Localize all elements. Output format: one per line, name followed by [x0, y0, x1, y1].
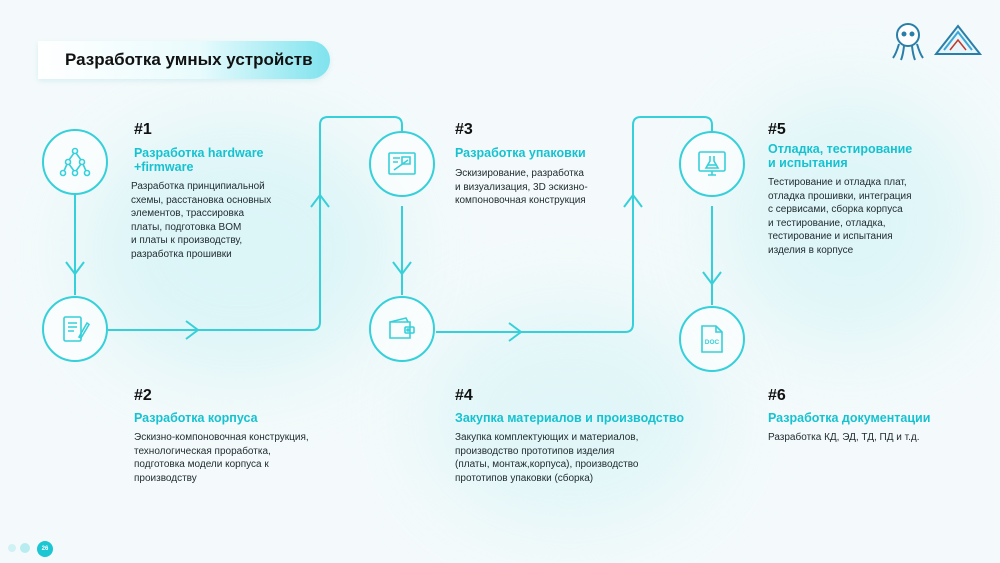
page-number: 26 — [37, 541, 53, 557]
blueprint-icon — [388, 152, 416, 175]
company-logo-icon — [933, 24, 983, 55]
step-5-icon-circle — [679, 131, 745, 197]
step-4-heading: Закупка материалов и производство — [455, 411, 685, 425]
step-6-icon-circle: DOC — [679, 306, 745, 372]
page-title: Разработка умных устройств — [65, 50, 313, 69]
step-1-heading: Разработка hardware +firmware — [134, 146, 264, 174]
background-glow — [80, 120, 400, 380]
step-2-number: #2 — [134, 387, 152, 404]
decorative-dot — [8, 544, 16, 552]
step-1-icon-circle — [42, 129, 108, 195]
step-4-icon-circle — [369, 296, 435, 362]
wallet-icon — [389, 317, 415, 339]
document-pen-icon — [63, 316, 91, 342]
decorative-dot — [20, 543, 30, 553]
step-4-description: Закупка комплектующих и материалов, прои… — [455, 432, 639, 484]
tree-diagram-icon — [59, 147, 91, 177]
step-2-icon-circle — [42, 296, 108, 362]
octopus-logo-icon — [892, 23, 924, 61]
step-5-number: #5 — [768, 121, 786, 138]
title-pill — [38, 41, 330, 79]
doc-file-icon: DOC — [701, 325, 723, 353]
step-3-heading: Разработка упаковки — [455, 146, 586, 160]
step-1-description: Разработка принципиальной схемы, расстан… — [131, 181, 272, 260]
step-3-description: Эскизирование, разработка и визуализация… — [455, 168, 588, 206]
step-3-number: #3 — [455, 121, 473, 138]
step-3-icon-circle — [369, 131, 435, 197]
step-2-heading: Разработка корпуса — [134, 411, 258, 425]
step-5-heading: Отладка, тестирование и испытания — [768, 142, 913, 170]
doc-file-label: DOC — [705, 339, 720, 346]
step-6-number: #6 — [768, 387, 786, 404]
step-6-heading: Разработка документации — [768, 411, 931, 425]
step-6-description: Разработка КД, ЭД, ТД, ПД и т.д. — [768, 432, 920, 443]
background-glow — [720, 90, 980, 350]
lab-flask-monitor-icon — [698, 151, 726, 176]
step-2-description: Эскизно-компоновочная конструкция, техно… — [134, 432, 309, 484]
step-5-description: Тестирование и отладка плат, отладка про… — [768, 177, 912, 256]
background-glow — [420, 300, 720, 530]
step-1-number: #1 — [134, 121, 152, 138]
step-4-number: #4 — [455, 387, 473, 404]
